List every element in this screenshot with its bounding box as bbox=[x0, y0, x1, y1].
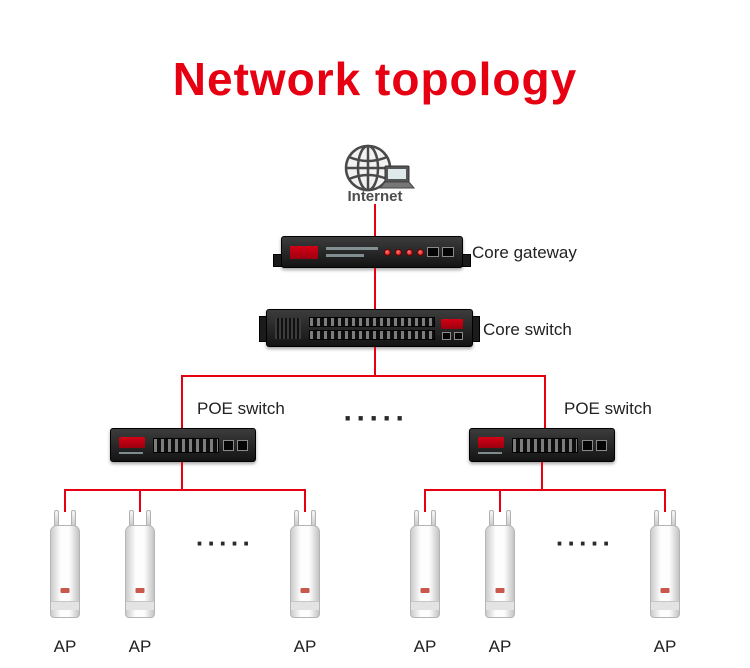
ap-body bbox=[485, 525, 515, 618]
poe-switch-left-label: POE switch bbox=[197, 399, 285, 418]
link-coreswitch-branch bbox=[374, 347, 376, 377]
faceplate-text bbox=[119, 452, 143, 454]
poe-switch-right-device bbox=[469, 428, 615, 462]
brand-logo bbox=[420, 588, 430, 593]
ellipsis-left-group: ····· bbox=[195, 528, 255, 558]
led bbox=[417, 249, 424, 256]
ap-label: AP bbox=[653, 637, 677, 656]
brand-logo bbox=[660, 588, 670, 593]
faceplate-text bbox=[326, 247, 378, 250]
globe-laptop-icon bbox=[344, 144, 416, 192]
port-row-bottom bbox=[309, 330, 435, 340]
ap-body bbox=[290, 525, 320, 618]
ethernet-port bbox=[596, 440, 607, 451]
link-ap-drop bbox=[424, 489, 426, 512]
uplink-ports bbox=[223, 440, 248, 451]
link-ap-drop bbox=[304, 489, 306, 512]
uplink-ports bbox=[442, 332, 463, 340]
link-poeleft-apbus bbox=[181, 462, 183, 490]
uplink-ports bbox=[582, 440, 607, 451]
link-gateway-coreswitch bbox=[374, 268, 376, 310]
link-ap-drop bbox=[664, 489, 666, 512]
led bbox=[406, 249, 413, 256]
brand-logo bbox=[135, 588, 145, 593]
poe-switch-right-label: POE switch bbox=[564, 399, 652, 418]
link-ap-drop bbox=[499, 489, 501, 512]
laptop-icon bbox=[378, 165, 416, 189]
led bbox=[384, 249, 391, 256]
brand-logo bbox=[441, 319, 463, 329]
poe-port-row bbox=[153, 438, 219, 453]
core-switch-label: Core switch bbox=[483, 320, 572, 339]
sfp-port bbox=[454, 332, 463, 340]
ap-device bbox=[122, 510, 158, 624]
ellipsis-middle: ····· bbox=[343, 402, 409, 435]
ap-base-band bbox=[411, 601, 439, 610]
ap-device bbox=[647, 510, 683, 624]
ap-device bbox=[47, 510, 83, 624]
ap-label: AP bbox=[413, 637, 437, 656]
ap-device bbox=[482, 510, 518, 624]
page-title: Network topology bbox=[172, 53, 578, 105]
brand-logo bbox=[60, 588, 70, 593]
ap-body bbox=[50, 525, 80, 618]
rack-ear bbox=[472, 316, 480, 342]
ap-base-band bbox=[651, 601, 679, 610]
core-gateway-device bbox=[273, 236, 471, 268]
ap-label: AP bbox=[488, 637, 512, 656]
ethernet-port bbox=[582, 440, 593, 451]
brand-logo bbox=[119, 437, 145, 448]
poe-port-row bbox=[512, 438, 578, 453]
core-gateway-label: Core gateway bbox=[472, 243, 577, 262]
ethernet-port bbox=[237, 440, 248, 451]
port-row-top bbox=[309, 317, 435, 327]
ap-body bbox=[410, 525, 440, 618]
link-branch-poe-right bbox=[544, 375, 546, 428]
brand-logo bbox=[300, 588, 310, 593]
brand-logo bbox=[290, 246, 318, 259]
ap-device bbox=[287, 510, 323, 624]
ellipsis-right-group: ····· bbox=[555, 528, 615, 558]
ap-label: AP bbox=[293, 637, 317, 656]
ap-base-band bbox=[486, 601, 514, 610]
ap-bus-left bbox=[64, 489, 306, 491]
link-ap-drop bbox=[139, 489, 141, 512]
ap-device bbox=[407, 510, 443, 624]
link-internet-gateway bbox=[374, 204, 376, 237]
rack-ear bbox=[462, 254, 471, 267]
poe-switch-left-device bbox=[110, 428, 256, 462]
ap-body bbox=[125, 525, 155, 618]
link-poeright-apbus bbox=[541, 462, 543, 490]
ap-base-band bbox=[51, 601, 79, 610]
rack-ear bbox=[259, 316, 267, 342]
faceplate-text bbox=[326, 254, 364, 257]
ap-label: AP bbox=[53, 637, 77, 656]
wan-ports bbox=[427, 247, 454, 257]
led bbox=[395, 249, 402, 256]
core-switch-device bbox=[259, 309, 480, 347]
ap-bus-right bbox=[424, 489, 666, 491]
ethernet-port bbox=[427, 247, 439, 257]
sfp-port bbox=[442, 332, 451, 340]
brand-logo bbox=[478, 437, 504, 448]
ap-label: AP bbox=[128, 637, 152, 656]
link-branch-poe-left bbox=[181, 375, 183, 428]
faceplate-text bbox=[478, 452, 502, 454]
ap-base-band bbox=[291, 601, 319, 610]
ethernet-port bbox=[442, 247, 454, 257]
link-ap-drop bbox=[64, 489, 66, 512]
led-indicators bbox=[384, 249, 424, 256]
ethernet-port bbox=[223, 440, 234, 451]
rack-ear bbox=[273, 254, 282, 267]
internet-icon bbox=[330, 140, 420, 210]
ap-body bbox=[650, 525, 680, 618]
brand-logo bbox=[495, 588, 505, 593]
vent-grille bbox=[275, 318, 301, 339]
branch-bus-line bbox=[181, 375, 546, 377]
internet-label: Internet bbox=[347, 188, 403, 205]
ap-base-band bbox=[126, 601, 154, 610]
